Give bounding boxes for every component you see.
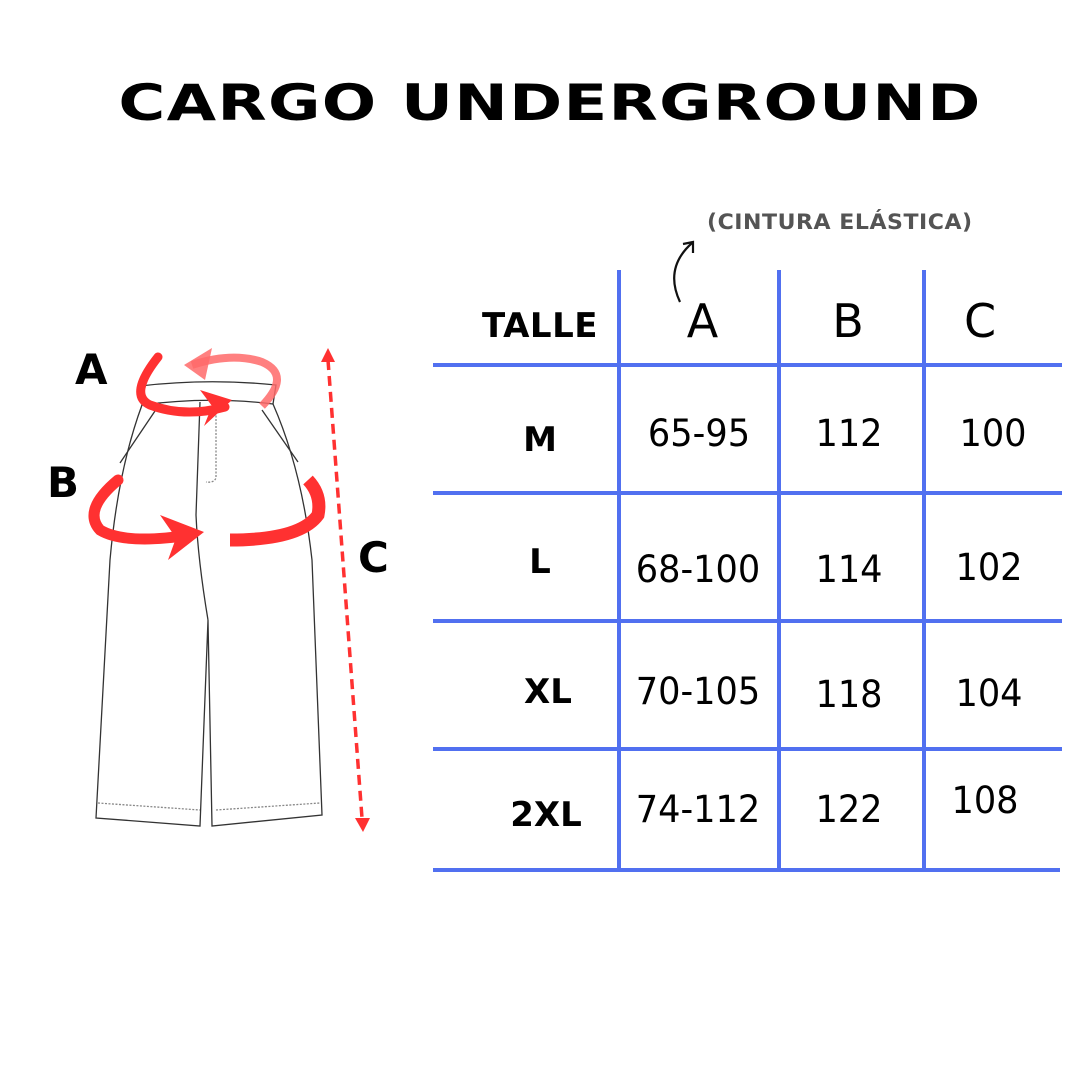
waist-circular-arrow-icon	[136, 348, 281, 426]
row-c: 108	[951, 779, 1019, 822]
table-divider	[777, 270, 781, 872]
row-size: XL	[524, 672, 572, 712]
row-c: 104	[955, 672, 1023, 715]
row-a: 70-105	[635, 670, 761, 713]
row-a: 74-112	[635, 788, 761, 831]
header-c: C	[963, 294, 997, 348]
row-size: 2XL	[510, 795, 582, 835]
table-divider	[433, 868, 1060, 872]
curved-arrow-icon	[673, 240, 695, 303]
length-dashed-arrow-icon	[321, 348, 370, 832]
table-divider	[433, 619, 1062, 623]
elastic-waist-note: (CINTURA ELÁSTICA)	[707, 210, 973, 234]
row-c: 102	[955, 546, 1023, 589]
hip-circular-arrow-icon	[88, 474, 326, 560]
table-divider	[617, 270, 621, 872]
label-c: C	[358, 533, 389, 582]
row-a: 68-100	[635, 548, 761, 591]
table-divider	[922, 270, 926, 872]
table-divider	[433, 747, 1062, 751]
row-b: 118	[815, 673, 883, 716]
row-a: 65-95	[647, 412, 751, 455]
label-b: B	[47, 458, 80, 507]
header-size: TALLE	[482, 306, 598, 346]
row-b: 122	[815, 788, 883, 831]
label-a: A	[75, 345, 108, 394]
pants-outline-icon	[95, 381, 323, 827]
row-b: 112	[815, 412, 883, 455]
row-b: 114	[815, 548, 883, 591]
row-c: 100	[959, 412, 1027, 455]
header-b: B	[832, 294, 864, 348]
page-title: CARGO UNDERGROUND	[118, 74, 982, 132]
row-size: L	[529, 542, 551, 582]
table-divider	[433, 363, 1062, 367]
row-size: M	[523, 420, 557, 460]
header-a: A	[686, 294, 719, 348]
table-divider	[433, 491, 1062, 495]
